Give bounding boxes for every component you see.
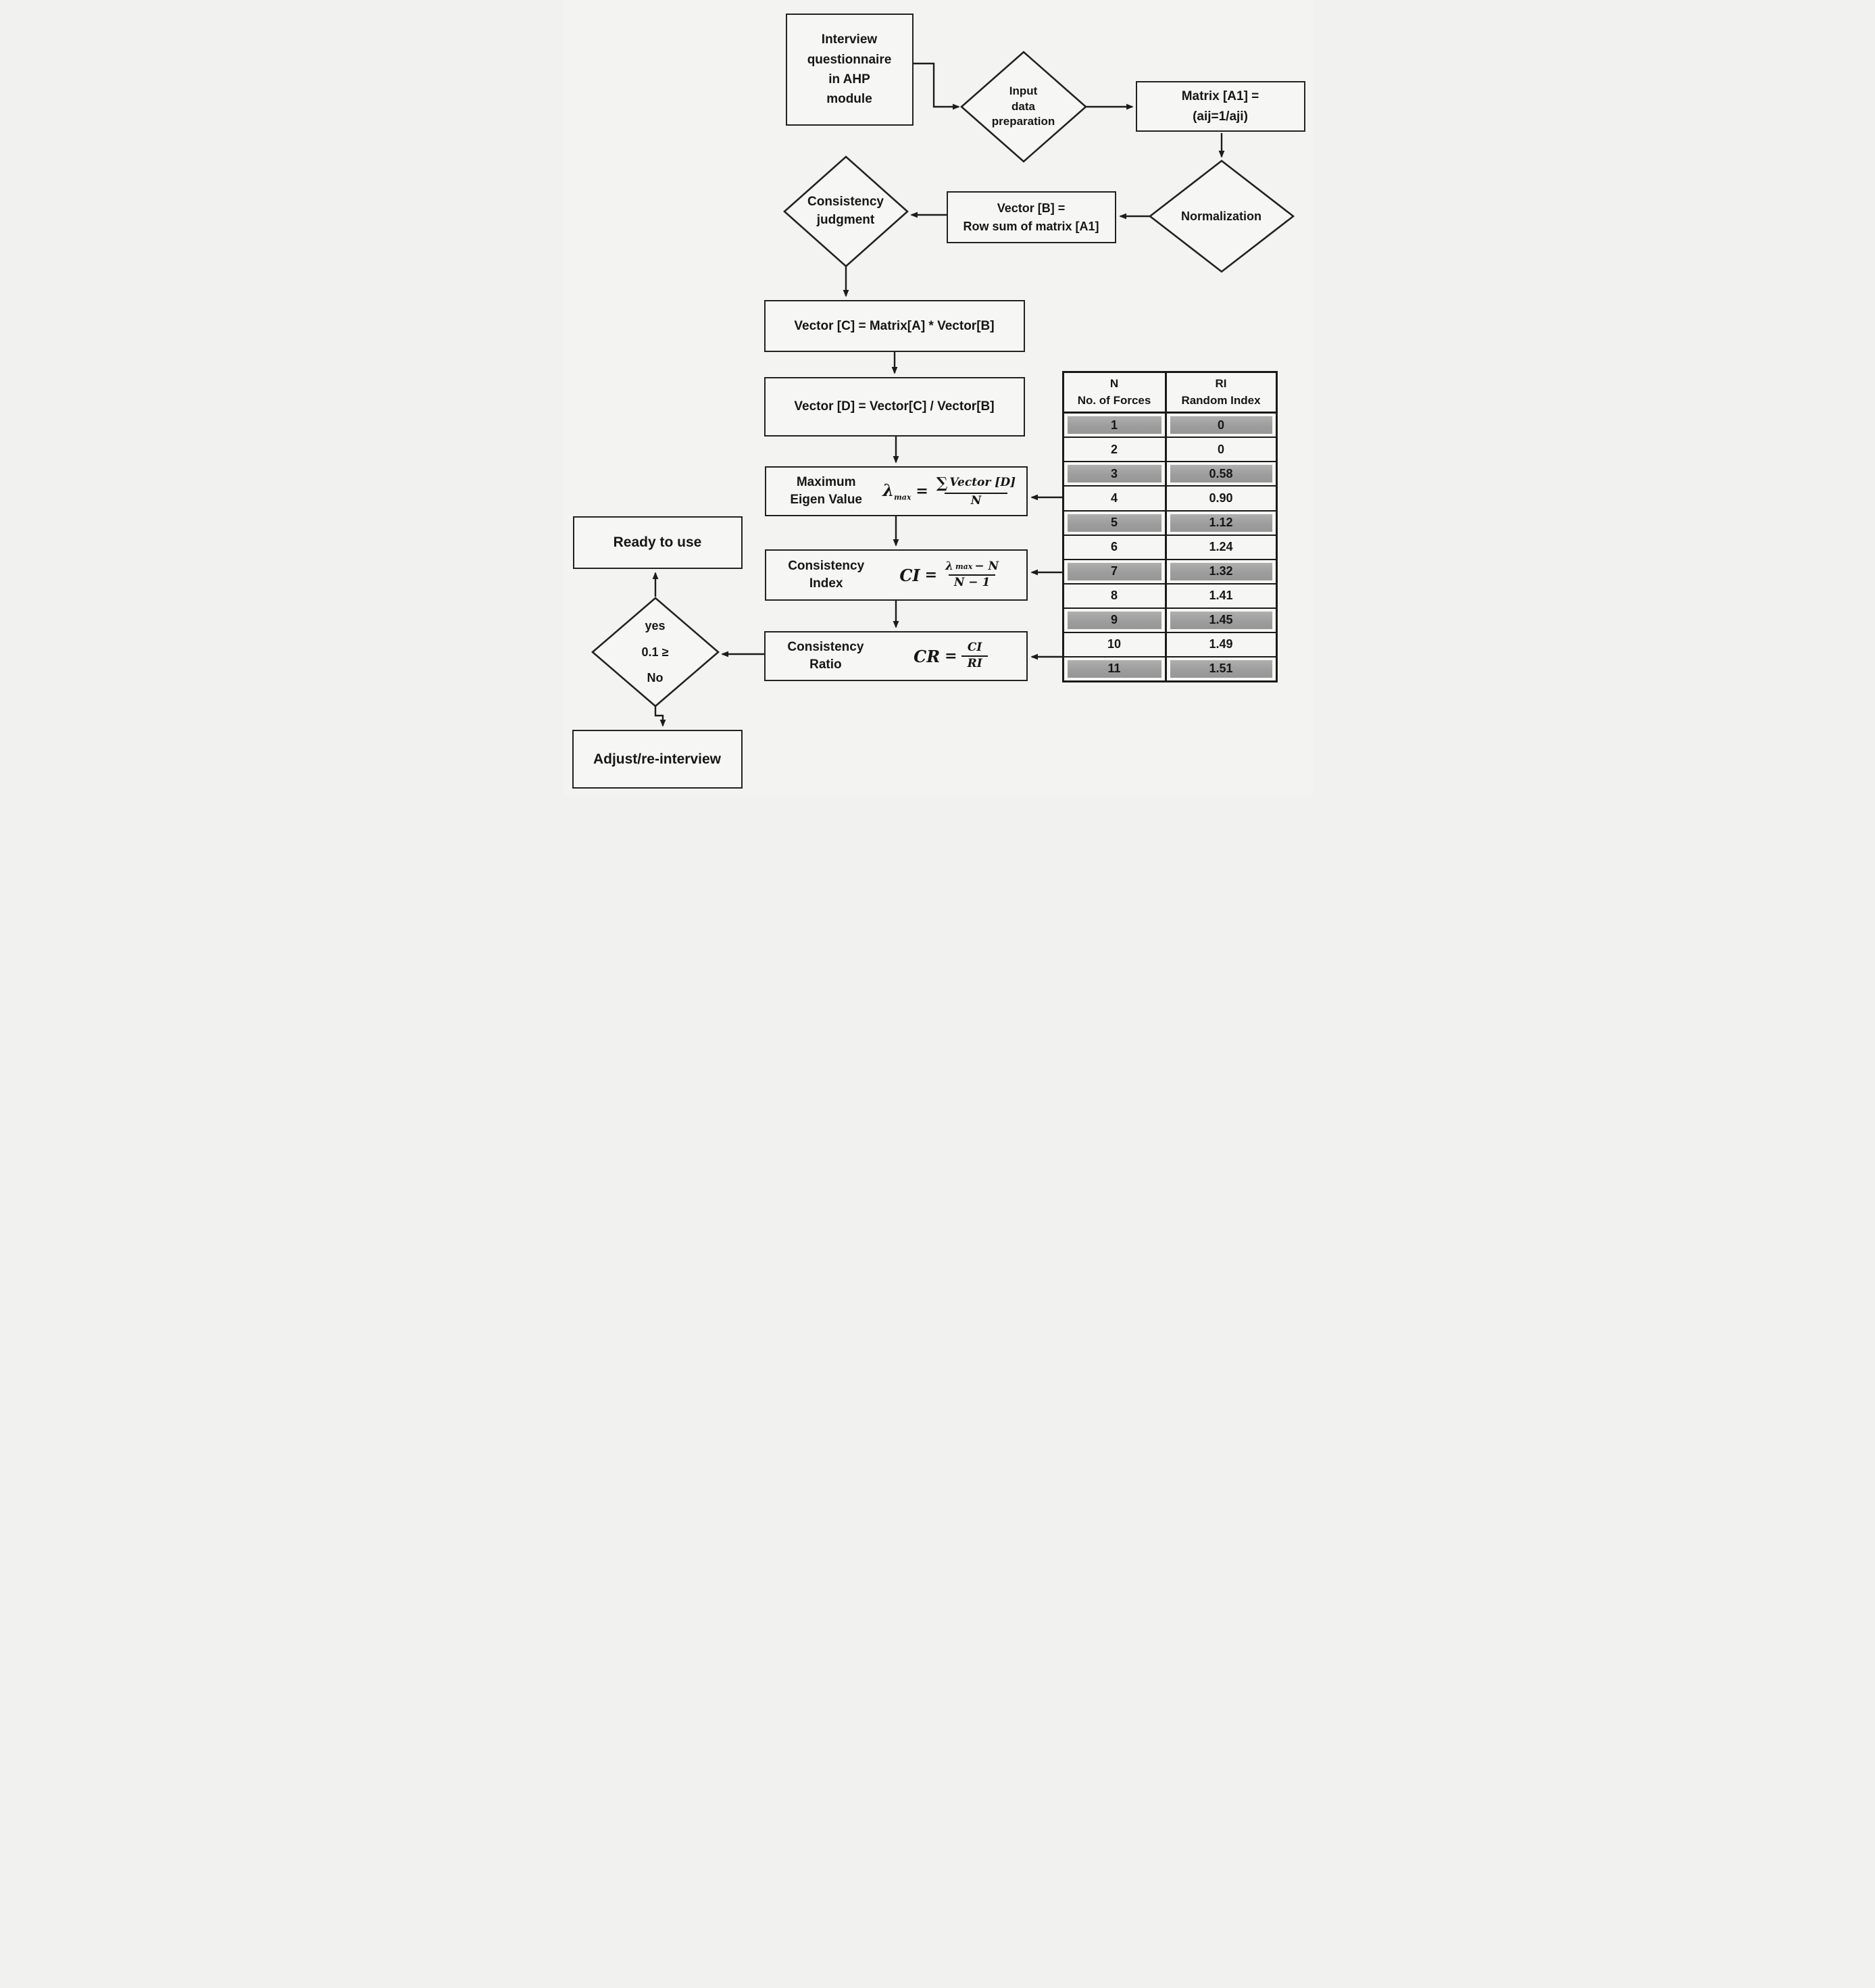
cell-n: 11: [1064, 657, 1167, 680]
max-eigen-label: Maximum Eigen Value: [790, 475, 862, 507]
node-vector-b: Vector [B] = Row sum of matrix [A1]: [946, 191, 1116, 243]
table-row: 2 0: [1064, 437, 1276, 462]
cell-n: 8: [1064, 584, 1167, 607]
node-ready-to-use: Ready to use: [572, 516, 743, 569]
header-n: N No. of Forces: [1064, 373, 1167, 412]
table-row: 7 1.32: [1064, 558, 1276, 583]
cr-label: Consistency Ratio: [787, 640, 864, 672]
cell-ri: 1.24: [1209, 540, 1233, 554]
max-eigen-formula: λmax = ∑Vector [D] N: [882, 474, 1016, 507]
node-consistency-ratio: Consistency Ratio CR = CI RI: [764, 631, 1028, 681]
table-row: 1 0: [1064, 414, 1276, 437]
header-ri: RI Random Index: [1181, 377, 1261, 407]
cell-n: 1: [1064, 414, 1167, 437]
table-row: 3 0.58: [1064, 461, 1276, 486]
node-interview-questionnaire: Interview questionnaire in AHP module: [785, 14, 914, 126]
cell-n: 4: [1064, 487, 1167, 510]
table-row: 6 1.24: [1064, 534, 1276, 559]
normalization-diamond: [1148, 159, 1295, 273]
decision-label: yes 0.1 ≥ No: [641, 618, 669, 685]
table-header: N No. of Forces RI Random Index: [1064, 373, 1276, 414]
table-row: 8 1.41: [1064, 582, 1276, 607]
cell-ri: 1.45: [1167, 609, 1276, 632]
table-body: 1 0 2 0 3 0.58 4 0.90 5 1.12 6 1.24: [1064, 414, 1276, 680]
cell-n: 7: [1064, 560, 1167, 583]
cell-n: 5: [1064, 511, 1167, 535]
table-row: 9 1.45: [1064, 607, 1276, 632]
cell-ri: 1.49: [1209, 637, 1233, 651]
node-matrix-a1: Matrix [A1] = (aij=1/aji): [1135, 81, 1305, 132]
arrow-interview-to-inputprep: [913, 62, 960, 110]
ahp-flowchart: Interview questionnaire in AHP module Ma…: [562, 0, 1313, 795]
decision-diamond: [591, 597, 720, 707]
cell-ri: 1.12: [1167, 512, 1276, 535]
cr-formula: CR = CI RI: [880, 641, 1020, 670]
cell-ri: 1.32: [1167, 560, 1276, 583]
table-row: 4 0.90: [1064, 485, 1276, 510]
cell-ri: 0.90: [1209, 491, 1233, 505]
input-data-preparation-label: Input data preparation: [991, 84, 1055, 128]
consistency-judgment-label: Consistency judgment: [807, 195, 884, 227]
cell-ri: 0: [1217, 442, 1224, 456]
cell-ri: 1.51: [1167, 657, 1276, 680]
cell-n: 2: [1064, 438, 1167, 462]
cell-n: 6: [1064, 535, 1167, 559]
node-adjust-reinterview: Adjust/re-interview: [572, 730, 743, 789]
table-row: 5 1.12: [1064, 510, 1276, 535]
cell-n: 3: [1064, 462, 1167, 486]
connector-layer: [591, 51, 1295, 727]
cell-ri: 0.58: [1167, 462, 1276, 485]
table-row: 10 1.49: [1064, 631, 1276, 656]
arrow-decision-to-adjust: [654, 706, 666, 727]
random-index-table: N No. of Forces RI Random Index 1 0 2 0 …: [1061, 371, 1278, 682]
consistency-judgment-diamond: [782, 155, 909, 268]
cell-ri: 1.41: [1209, 589, 1233, 603]
node-vector-d: Vector [D] = Vector[C] / Vector[B]: [764, 377, 1025, 437]
normalization-label: Normalization: [1180, 209, 1261, 223]
node-vector-c: Vector [C] = Matrix[A] * Vector[B]: [764, 300, 1025, 352]
cell-n: 9: [1064, 608, 1167, 632]
node-maximum-eigen-value: Maximum Eigen Value λmax = ∑Vector [D] N: [764, 466, 1028, 516]
table-row: 11 1.51: [1064, 655, 1276, 680]
cell-n: 10: [1064, 632, 1167, 656]
cell-ri: 0: [1167, 414, 1276, 437]
ci-label: Consistency Index: [788, 559, 865, 591]
